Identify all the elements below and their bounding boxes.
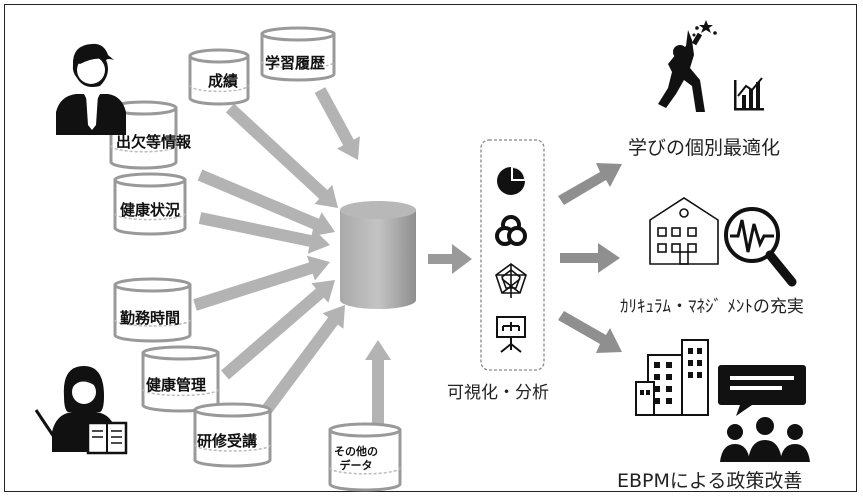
- input-arrows: [193, 87, 391, 425]
- cylinder-attendance: [109, 100, 178, 170]
- label-learning-history: 学習履歴: [265, 54, 326, 72]
- pie-chart-icon: [497, 167, 525, 195]
- label-curriculum-management: ｶﾘｷｭﾗﾑ・ﾏﾈｼﾞ ﾒﾝﾄの充実: [620, 297, 804, 317]
- success-person-icon: [658, 20, 717, 112]
- magnifier-icon: [724, 207, 797, 287]
- radar-icon: [495, 263, 527, 298]
- cylinder-other: [328, 422, 402, 492]
- venn-icon: [495, 215, 527, 246]
- school-icon: [649, 197, 719, 265]
- output-arrows: [558, 163, 622, 353]
- label-work-hours: 勤務時間: [120, 309, 181, 327]
- diagram-frame: [4, 4, 857, 492]
- label-training: 研修受講: [197, 432, 258, 450]
- teacher-icon: [34, 366, 128, 455]
- arrow-worktime: [193, 255, 330, 311]
- presentation-icon: [496, 316, 526, 353]
- audience-icon: [718, 365, 810, 462]
- arrow-health: [198, 212, 330, 254]
- arrow-attendance: [197, 169, 335, 237]
- label-attendance: 出欠等情報: [116, 133, 192, 151]
- analysis-box: [480, 139, 545, 371]
- label-individual-learning: 学びの個別最適化: [628, 137, 781, 159]
- student-icon: [56, 43, 126, 135]
- label-health-management: 健康管理: [146, 376, 207, 394]
- buildings-icon: [635, 339, 709, 416]
- label-ebpm-policy: EBPMによる政策改善: [617, 470, 803, 492]
- arrow-history: [314, 87, 360, 160]
- cylinder-history: [260, 26, 336, 82]
- label-grades: 成績: [208, 72, 239, 90]
- cylinder-grades: [188, 48, 250, 106]
- analysis-arrow: [428, 244, 472, 274]
- arrow-grades: [225, 103, 338, 208]
- label-other-data: その他の データ: [334, 445, 378, 472]
- bar-growth-icon: [734, 77, 764, 111]
- input-cylinders: [109, 26, 402, 492]
- label-visualization-analysis: 可視化・分析: [447, 383, 549, 403]
- arrow-healthmgmt: [221, 280, 335, 380]
- cylinder-health: [113, 172, 187, 236]
- cylinder-worktime: [113, 277, 192, 343]
- cylinder-healthmgmt: [141, 345, 220, 413]
- central-database: [340, 201, 416, 309]
- label-health-status: 健康状況: [120, 201, 181, 219]
- cylinder-training: [193, 402, 272, 468]
- arrow-other: [365, 340, 391, 425]
- arrow-training: [260, 305, 345, 416]
